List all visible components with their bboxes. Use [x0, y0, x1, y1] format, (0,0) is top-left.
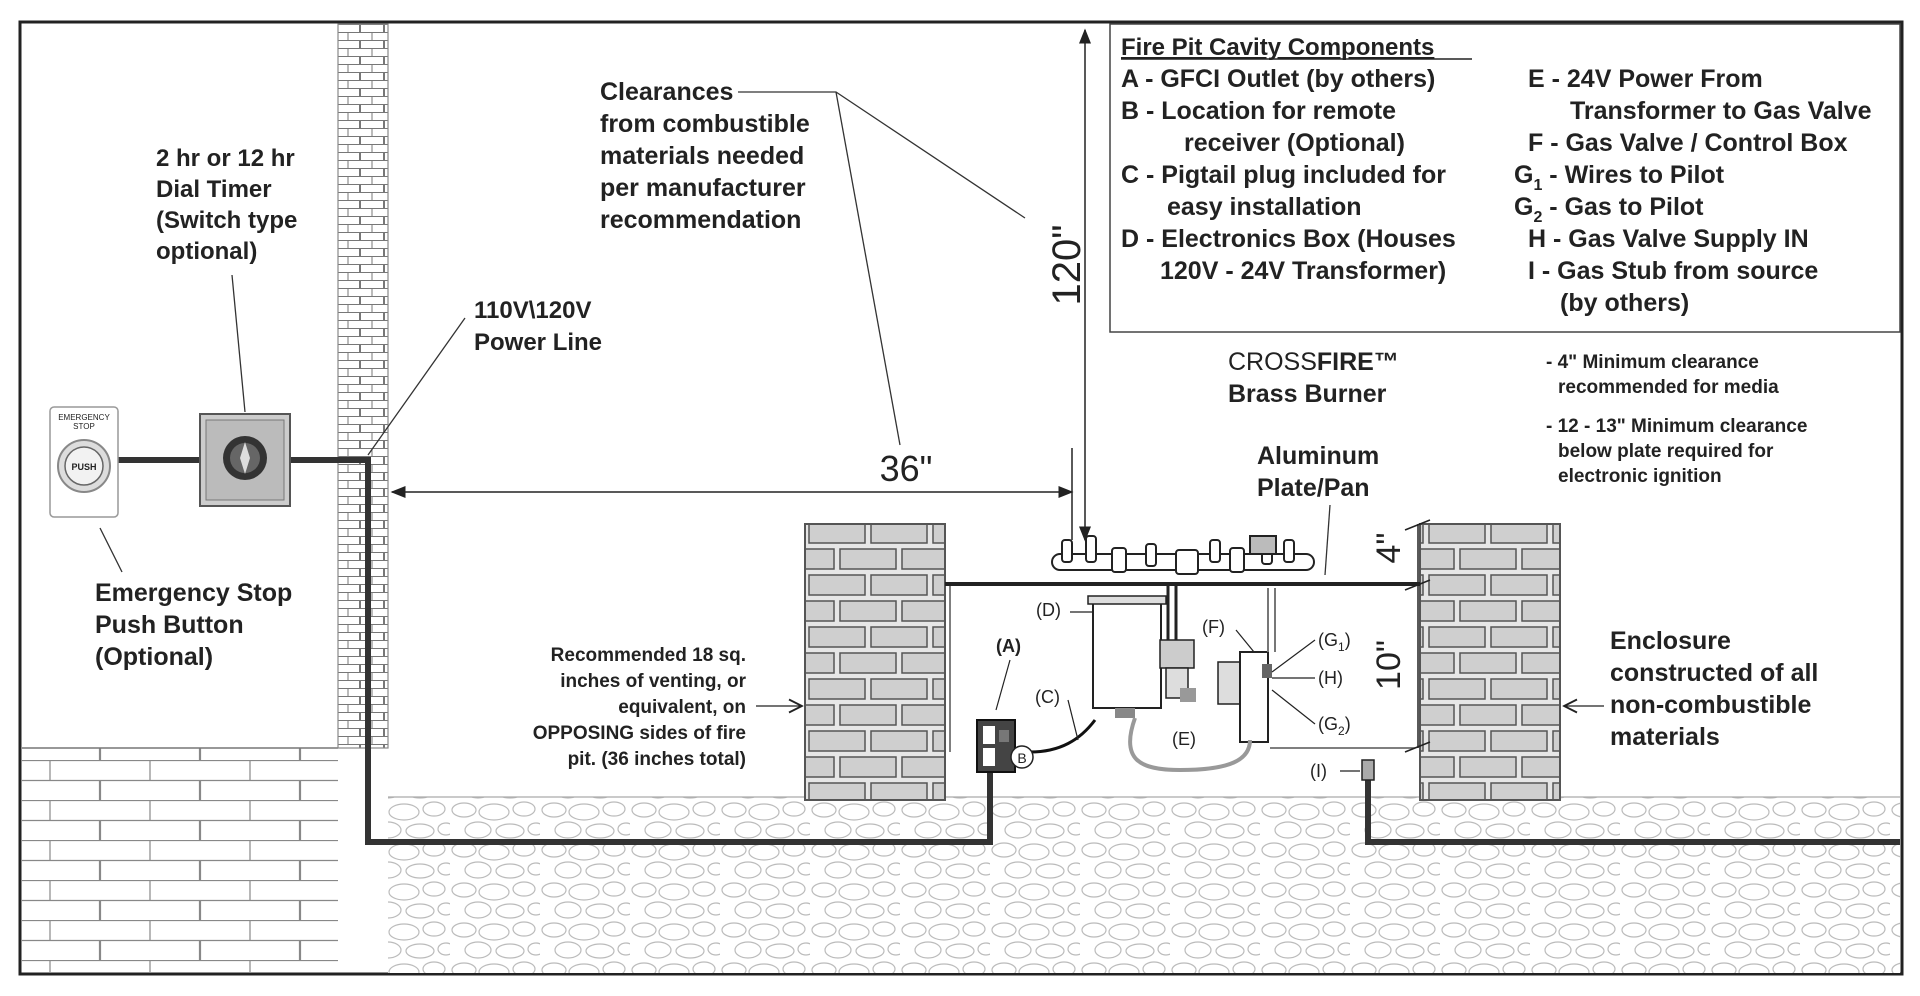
svg-text:STOP: STOP [73, 422, 95, 431]
svg-text:- 4" Minimum clearance: - 4" Minimum clearance [1546, 352, 1759, 373]
legend-item-a: A - GFCI Outlet (by others) [1121, 65, 1435, 93]
legend-item-d: D - Electronics Box (Houses [1121, 225, 1456, 253]
legend-item-d-cont: 120V - 24V Transformer) [1160, 257, 1446, 285]
svg-text:per manufacturer: per manufacturer [600, 174, 806, 202]
svg-text:Push Button: Push Button [95, 611, 244, 639]
svg-text:equivalent, on: equivalent, on [618, 697, 746, 718]
svg-text:(F): (F) [1202, 617, 1225, 637]
gfci-outlet [976, 719, 1016, 773]
svg-text:OPPOSING sides of fire: OPPOSING sides of fire [533, 723, 746, 744]
emergency-stop-button: EMERGENCY STOP PUSH [49, 406, 119, 518]
gas-stub [1361, 759, 1375, 781]
svg-text:non-combustible: non-combustible [1610, 691, 1811, 719]
electronics-box [1087, 586, 1196, 718]
svg-text:B: B [1017, 750, 1026, 766]
svg-text:Recommended 18 sq.: Recommended 18 sq. [551, 645, 746, 666]
svg-text:(D): (D) [1036, 600, 1061, 620]
legend-item-h: H - Gas Valve Supply IN [1528, 225, 1809, 253]
svg-text:2 hr or 12 hr: 2 hr or 12 hr [156, 145, 295, 172]
svg-text:(E): (E) [1172, 729, 1196, 749]
svg-text:pit. (36 inches total): pit. (36 inches total) [568, 749, 746, 770]
svg-text:optional): optional) [156, 238, 257, 265]
timer-callout: 2 hr or 12 hr Dial Timer (Switch type op… [156, 145, 297, 265]
legend-item-i-cont: (by others) [1560, 289, 1689, 317]
svg-text:120": 120" [1045, 225, 1089, 306]
pigtail-cord [1029, 719, 1097, 754]
burner-callout: CROSSFIRE™ Brass Burner [1228, 348, 1399, 408]
brass-burner [1051, 535, 1315, 575]
right-block-pillar [1419, 523, 1561, 801]
clearances-callout: Clearances from combustible materials ne… [600, 78, 810, 234]
svg-text:(C): (C) [1035, 687, 1060, 707]
left-block-pillar [804, 523, 946, 801]
svg-text:Dial Timer: Dial Timer [156, 176, 272, 203]
svg-text:110V\120V: 110V\120V [474, 297, 591, 324]
24v-wire [1128, 717, 1252, 773]
legend-item-f: F - Gas Valve / Control Box [1528, 129, 1848, 157]
svg-text:materials: materials [1610, 723, 1720, 751]
legend-column-1: A - GFCI Outlet (by others) B - Location… [1121, 65, 1456, 285]
dimension-120: 120" [1045, 28, 1091, 542]
svg-text:below plate required for: below plate required for [1558, 441, 1774, 462]
svg-text:(Switch type: (Switch type [156, 207, 297, 234]
brick-column [337, 23, 389, 749]
svg-text:(H): (H) [1318, 668, 1343, 688]
svg-text:- 12 - 13" Minimum clearance: - 12 - 13" Minimum clearance [1546, 416, 1807, 437]
svg-text:Aluminum: Aluminum [1257, 442, 1379, 470]
svg-text:4": 4" [1370, 533, 1408, 564]
legend-item-e-cont: Transformer to Gas Valve [1570, 97, 1872, 125]
legend-item-e: E - 24V Power From [1528, 65, 1763, 93]
svg-text:recommended for media: recommended for media [1558, 377, 1779, 398]
leader-lines [99, 91, 1026, 573]
dimension-36: 36" [390, 448, 1074, 540]
svg-text:(A): (A) [996, 636, 1021, 656]
ground-stones [388, 797, 1900, 973]
power-line [118, 457, 1900, 845]
estop-callout: Emergency Stop Push Button (Optional) [95, 579, 292, 671]
power-line-callout: 110V\120V Power Line [474, 297, 602, 356]
legend-box [1109, 23, 1901, 333]
svg-text:Brass Burner: Brass Burner [1228, 380, 1387, 408]
enclosure-callout: Enclosure constructed of all non-combust… [1564, 627, 1818, 751]
dimension-4-and-10: 4" 10" [1370, 519, 1431, 753]
legend-item-b: B - Location for remote [1121, 97, 1396, 125]
legend-column-2: E - 24V Power From Transformer to Gas Va… [1514, 65, 1872, 317]
plate-callout: Aluminum Plate/Pan [1257, 442, 1379, 576]
svg-text:inches of venting, or: inches of venting, or [560, 671, 746, 692]
svg-text:(I): (I) [1310, 761, 1327, 781]
house-wall-bricks [22, 748, 338, 972]
dial-timer [199, 413, 291, 507]
legend-item-c-cont: easy installation [1167, 193, 1362, 221]
legend-item-g1: G1 - Wires to Pilot [1514, 161, 1725, 194]
svg-text:CROSSFIRE™: CROSSFIRE™ [1228, 348, 1399, 376]
svg-text:(G2): (G2) [1318, 714, 1351, 738]
legend-title: Fire Pit Cavity Components [1121, 34, 1434, 61]
venting-callout: Recommended 18 sq. inches of venting, or… [533, 645, 802, 770]
svg-text:Plate/Pan: Plate/Pan [1257, 474, 1370, 502]
svg-text:materials needed: materials needed [600, 142, 804, 170]
svg-text:electronic ignition: electronic ignition [1558, 466, 1722, 487]
legend-item-b-cont: receiver (Optional) [1184, 129, 1405, 157]
svg-text:recommendation: recommendation [600, 206, 801, 234]
svg-text:Clearances: Clearances [600, 78, 733, 106]
part-labels: (A) B (C) (D) (E) (F) (G1) (H) (G2) (I) [995, 600, 1360, 781]
svg-text:constructed of all: constructed of all [1610, 659, 1818, 687]
minimum-clearance-notes: - 4" Minimum clearance recommended for m… [1546, 352, 1807, 487]
svg-text:10": 10" [1370, 640, 1408, 690]
svg-text:EMERGENCY: EMERGENCY [58, 413, 110, 422]
svg-text:(G1): (G1) [1318, 630, 1351, 654]
svg-text:36": 36" [880, 448, 933, 489]
svg-text:(Optional): (Optional) [95, 643, 213, 671]
legend-item-i: I - Gas Stub from source [1528, 257, 1818, 285]
svg-text:Power Line: Power Line [474, 329, 602, 356]
legend-item-c: C - Pigtail plug included for [1121, 161, 1446, 189]
svg-text:PUSH: PUSH [71, 462, 96, 472]
gas-valve-control-box [1217, 588, 1276, 743]
svg-text:Enclosure: Enclosure [1610, 627, 1731, 655]
svg-text:Emergency Stop: Emergency Stop [95, 579, 292, 607]
svg-text:from combustible: from combustible [600, 110, 810, 138]
legend-item-g2: G2 - Gas to Pilot [1514, 193, 1704, 226]
